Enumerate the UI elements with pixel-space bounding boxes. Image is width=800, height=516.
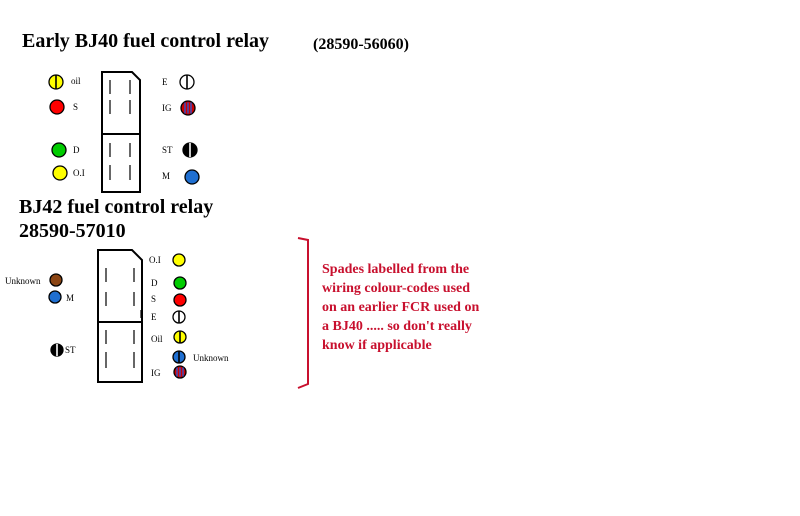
note-line: a BJ40 ..... so don't really [322, 319, 472, 334]
d2-left-terminal-dot-2 [50, 343, 64, 357]
d2-right-terminal-dot-3 [172, 310, 186, 324]
d2-left-terminal-dot-1 [48, 290, 62, 304]
diagram1-left-terminals [48, 74, 68, 181]
d1-right-terminal-dot-2 [182, 142, 198, 158]
d2-left-label-2: ST [65, 345, 76, 355]
diagram2-right-terminals [172, 253, 187, 379]
d1-right-label-1: IG [162, 103, 172, 113]
d2-left-label-0: Unknown [5, 276, 41, 286]
d1-left-label-3: O.I [73, 168, 85, 178]
d2-right-terminal-dot-2 [173, 293, 187, 307]
d1-left-terminal-dot-0 [48, 74, 64, 90]
d2-right-label-5: Unknown [193, 353, 229, 363]
d2-right-terminal-dot-5 [172, 350, 186, 364]
d2-right-label-1: D [151, 278, 158, 288]
d1-right-label-3: M [162, 171, 171, 181]
note-line: Spades labelled from the [322, 262, 470, 277]
relay2-body [97, 249, 143, 383]
d2-right-terminal-dot-1 [173, 276, 187, 290]
d2-right-label-6: IG [151, 368, 161, 378]
d2-left-label-1: M [66, 293, 75, 303]
note-line: on an earlier FCR used on [322, 300, 480, 315]
d1-right-terminal-dot-3 [184, 169, 200, 185]
d1-right-label-2: ST [162, 145, 173, 155]
diagram2-left-terminals [48, 273, 64, 357]
d1-right-label-0: E [162, 77, 168, 87]
relay2-spade-slots [105, 268, 142, 368]
d2-right-label-0: O.I [149, 255, 161, 265]
d1-left-terminal-dot-1 [49, 99, 65, 115]
d1-left-terminal-dot-3 [52, 165, 68, 181]
note-bracket [297, 237, 309, 389]
diagram1-right-terminals [179, 74, 200, 185]
d1-right-terminal-dot-0 [179, 74, 195, 90]
note-line: wiring colour-codes used [322, 281, 471, 296]
diagram2-title: BJ42 fuel control relay [19, 196, 214, 218]
note-line: know if applicable [322, 338, 432, 353]
note-text: Spades labelled from the wiring colour-c… [322, 260, 542, 355]
d1-right-terminal-dot-1 [180, 100, 196, 116]
d1-left-terminal-dot-2 [51, 142, 67, 158]
relay1-spade-slots [109, 80, 131, 180]
d2-right-label-3: E [151, 312, 157, 322]
d1-left-label-0: oil [71, 76, 81, 86]
d2-right-terminal-dot-4 [173, 330, 187, 344]
d1-left-label-2: D [73, 145, 80, 155]
d1-left-label-1: S [73, 102, 79, 112]
d2-right-label-2: S [151, 294, 157, 304]
d2-right-label-4: Oil [151, 334, 163, 344]
diagram2-part-number: 28590-57010 [19, 220, 126, 242]
diagram1-part-number: (28590-56060) [313, 36, 409, 53]
d2-left-terminal-dot-0 [49, 273, 63, 287]
relay1-body [101, 71, 141, 193]
d2-right-terminal-dot-6 [173, 365, 187, 379]
d2-right-terminal-dot-0 [172, 253, 186, 267]
diagram1-title: Early BJ40 fuel control relay [22, 30, 270, 52]
